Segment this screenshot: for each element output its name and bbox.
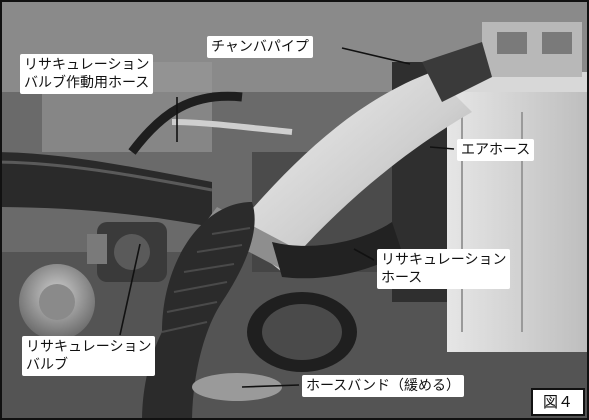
label-recirc-hose-line1: リサキュレーション: [381, 252, 507, 268]
label-recirc-valve-hose: リサキュレーション バルブ作動用ホース: [20, 54, 154, 94]
label-recirc-hose-line2: ホース: [381, 270, 423, 286]
label-recirc-valve-line2: バルブ: [26, 357, 68, 373]
label-recirc-valve: リサキュレーション バルブ: [22, 336, 156, 376]
figure-number-label: 図４: [531, 388, 585, 416]
label-chamber-pipe: チャンバパイプ: [207, 36, 313, 58]
label-recirc-valve-hose-line2: バルブ作動用ホース: [24, 75, 150, 91]
label-recirc-hose: リサキュレーション ホース: [377, 249, 511, 289]
label-hose-band: ホースバンド（緩める）: [302, 375, 464, 397]
label-air-hose: エアホース: [457, 139, 535, 161]
label-recirc-valve-line1: リサキュレーション: [26, 339, 152, 355]
label-recirc-valve-hose-line1: リサキュレーション: [24, 57, 150, 73]
